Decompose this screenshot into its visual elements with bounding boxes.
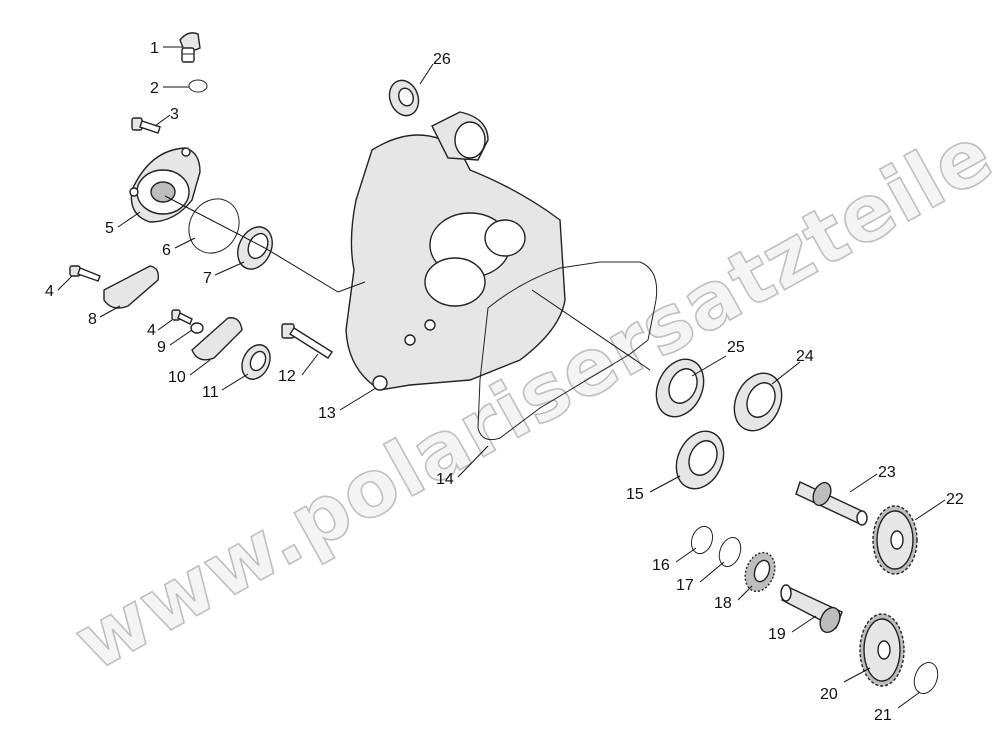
part-plate (103, 265, 160, 309)
part-long-bolt (281, 323, 333, 359)
callout-7: 7 (203, 270, 212, 287)
callout-16: 16 (652, 557, 670, 574)
part-shaft-23 (795, 481, 868, 526)
part-bracket (191, 317, 243, 361)
part-breather-nipple (179, 32, 201, 63)
callout-21: 21 (874, 707, 892, 724)
part-gasket (477, 261, 658, 441)
callout-8: 8 (88, 311, 97, 328)
callout-14: 14 (436, 471, 454, 488)
callout-22: 22 (946, 491, 964, 508)
part-ring-17 (718, 536, 742, 568)
leader-lines (57, 46, 946, 709)
part-gear-20 (859, 613, 905, 687)
part-bolt-left (69, 265, 101, 282)
watermark-text: www.polarisersatzteile.de (61, 41, 997, 689)
part-gear-22 (872, 505, 918, 575)
callout-20: 20 (820, 686, 838, 703)
part-circlip-16 (690, 525, 714, 555)
part-o-ring-small (188, 79, 208, 93)
part-circlip-21 (913, 662, 939, 694)
part-bolt-top (131, 117, 161, 134)
callout-10: 10 (168, 369, 186, 386)
callout-11: 11 (202, 384, 219, 401)
part-oil-seal-small (237, 226, 273, 270)
callout-1: 1 (150, 40, 159, 57)
part-crankcase (345, 134, 566, 391)
part-shaft-19 (780, 584, 843, 634)
callout-12: 12 (278, 368, 296, 385)
callout-5: 5 (105, 220, 114, 237)
part-bearing-15 (675, 430, 725, 490)
callout-4b: 4 (147, 322, 156, 339)
callout-labels: 1 2 3 4 4 5 6 7 8 9 10 11 12 13 14 15 16… (45, 40, 964, 724)
callout-9: 9 (157, 339, 166, 356)
part-seal-11 (241, 344, 271, 380)
callout-13: 13 (318, 405, 336, 422)
callout-26: 26 (433, 51, 451, 68)
callout-15: 15 (626, 486, 644, 503)
callout-3: 3 (170, 106, 179, 123)
callout-23: 23 (878, 464, 896, 481)
callout-17: 17 (676, 577, 694, 594)
part-needle-bearing (744, 551, 776, 593)
callout-25: 25 (727, 339, 745, 356)
part-bushing (388, 79, 489, 161)
assembly-lines (164, 195, 651, 371)
callout-18: 18 (714, 595, 732, 612)
callout-4a: 4 (45, 283, 54, 300)
callout-6: 6 (162, 242, 171, 259)
part-bolt-center (171, 309, 193, 325)
part-bearing-25 (655, 358, 705, 418)
callout-19: 19 (768, 626, 786, 643)
part-bearing-24 (733, 372, 783, 432)
part-cover (129, 147, 201, 223)
callout-24: 24 (796, 348, 814, 365)
callout-2: 2 (150, 80, 159, 97)
part-washer (190, 322, 204, 334)
part-o-ring-large (188, 198, 240, 254)
